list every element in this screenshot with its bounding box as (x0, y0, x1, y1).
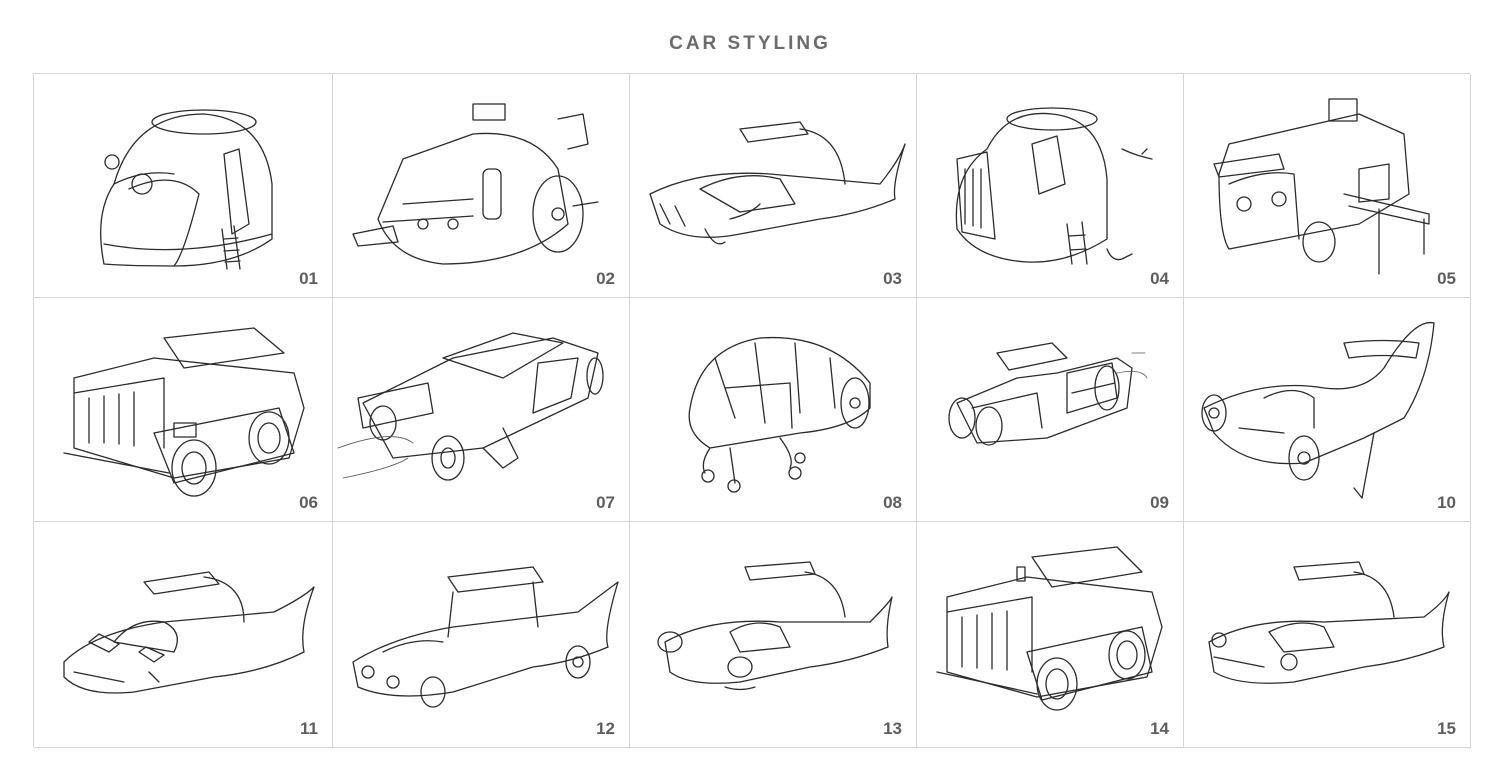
sketch-cell[interactable]: 08 (630, 298, 917, 522)
pod-car-sketch (352, 103, 599, 265)
sketch-number: 07 (596, 493, 615, 512)
tracked-truck-sketch (936, 546, 1163, 711)
sketch-cell[interactable]: 03 (630, 74, 917, 298)
shark-roadster-alt-sketch (1208, 561, 1450, 684)
sketch-cell[interactable]: 14 (917, 522, 1184, 748)
shark-roadster-sketch (657, 561, 893, 691)
futuristic-coupe-sketch (337, 332, 604, 481)
sketch-cell[interactable]: 01 (34, 74, 333, 298)
sketch-number: 15 (1437, 719, 1456, 738)
sketch-number: 12 (596, 719, 615, 738)
sketch-cell[interactable]: 07 (333, 298, 630, 522)
shark-convertible-sketch (649, 121, 906, 245)
sketch-number: 13 (883, 719, 902, 738)
sketch-number: 05 (1437, 269, 1456, 288)
sketch-cell[interactable]: 15 (1184, 522, 1471, 748)
sketch-number: 03 (883, 269, 902, 288)
sketch-cell[interactable]: 04 (917, 74, 1184, 298)
shark-car-sketch (63, 571, 315, 694)
sketch-number: 10 (1437, 493, 1456, 512)
camper-van-sketch (1213, 98, 1430, 275)
sketch-cell[interactable]: 11 (34, 522, 333, 748)
beetle-frame-sketch (688, 336, 871, 493)
sketch-number: 02 (596, 269, 615, 288)
finned-coupe-sketch (352, 566, 619, 708)
tracked-truck-sketch (63, 327, 305, 497)
page-title: CAR STYLING (669, 33, 831, 54)
sketch-number: 01 (299, 269, 318, 288)
sketch-grid: 01 02 03 (33, 73, 1471, 748)
sketch-number: 08 (883, 493, 902, 512)
hot-rod-sketch (948, 342, 1148, 446)
sketch-cell[interactable]: 10 (1184, 298, 1471, 522)
sketch-cell[interactable]: 12 (333, 522, 630, 748)
sketch-number: 11 (300, 719, 318, 738)
sketch-number: 14 (1150, 719, 1169, 738)
sketch-cell[interactable]: 05 (1184, 74, 1471, 298)
sketch-number: 04 (1150, 269, 1169, 288)
bubble-car-annotated-sketch (955, 107, 1153, 265)
sketch-cell[interactable]: 13 (630, 522, 917, 748)
sketch-cell[interactable]: 06 (34, 298, 333, 522)
high-heel-car-sketch (1201, 321, 1435, 499)
bubble-car-sketch (100, 109, 273, 270)
sketch-number: 06 (299, 493, 318, 512)
sketch-cell[interactable]: 09 (917, 298, 1184, 522)
sketch-number: 09 (1150, 493, 1169, 512)
sketch-cell[interactable]: 02 (333, 74, 630, 298)
